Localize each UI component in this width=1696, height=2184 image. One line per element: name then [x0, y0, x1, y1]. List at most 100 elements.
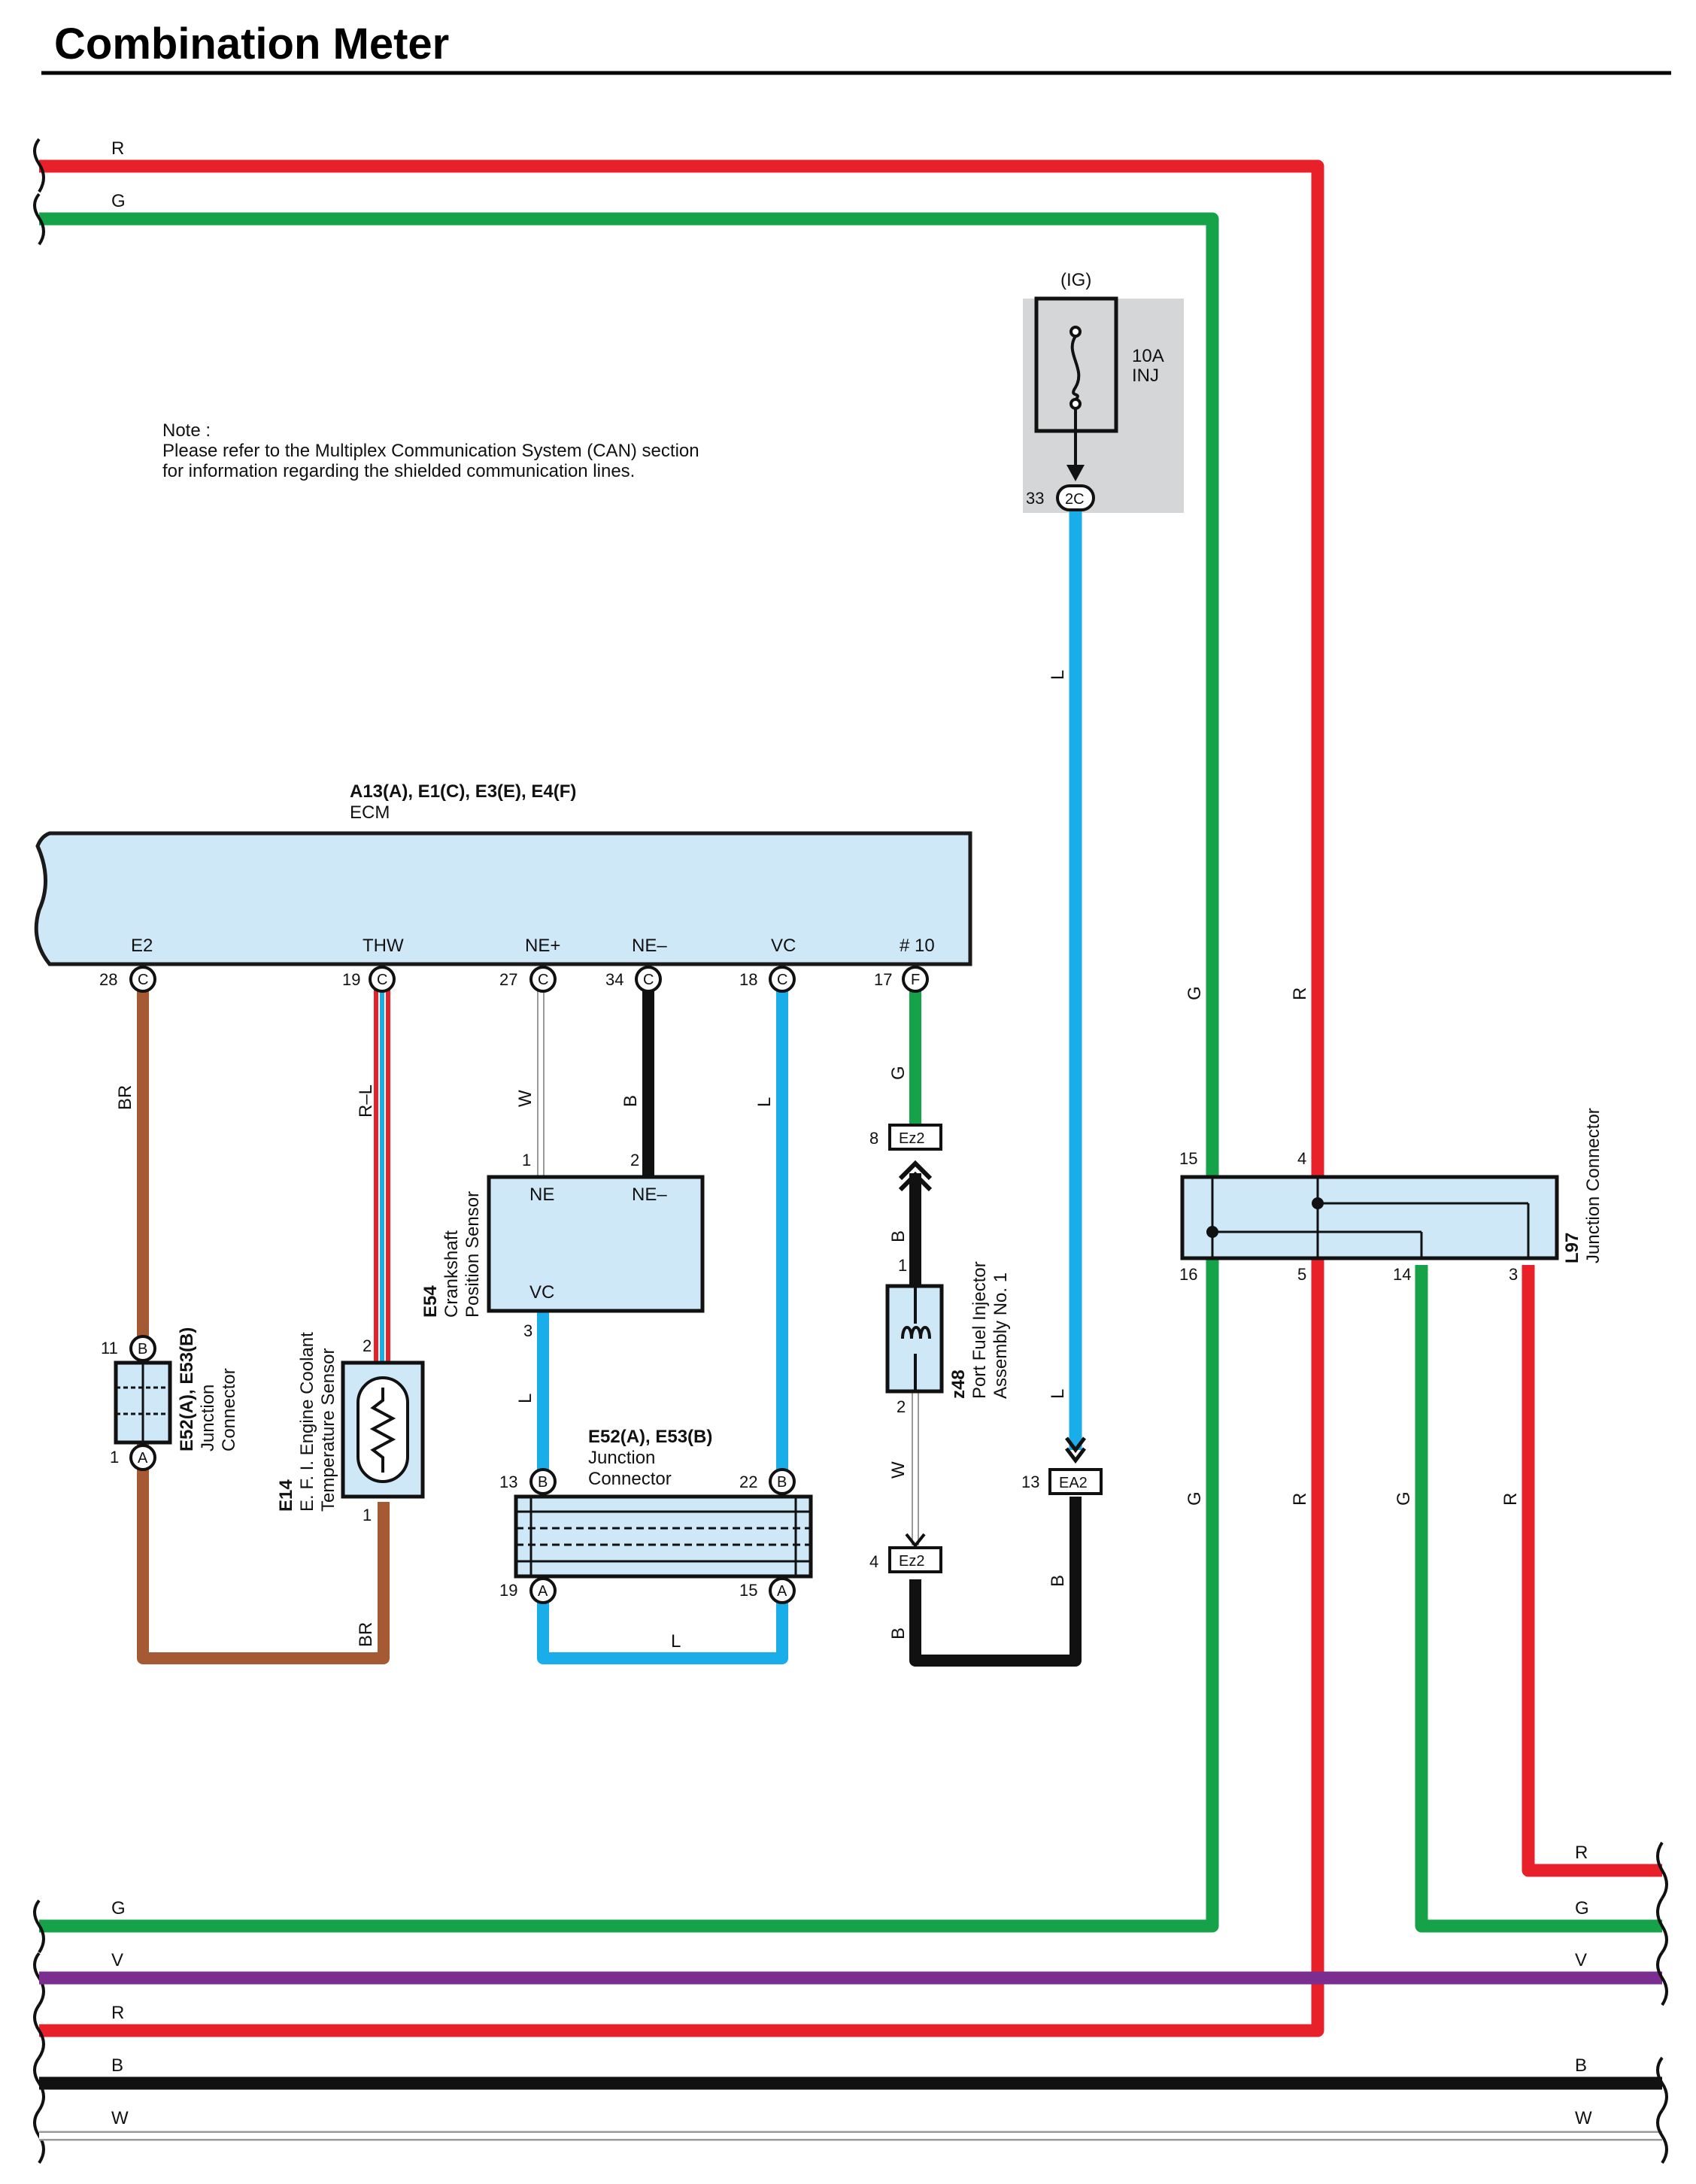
label-br-1: BR — [115, 1085, 135, 1110]
label-l-1: L — [754, 1097, 775, 1107]
label-b-ea2: B — [1048, 1575, 1068, 1587]
label-bottom-w: W — [111, 2108, 129, 2128]
injector-code: z48 — [948, 1370, 969, 1399]
page-title: Combination Meter — [54, 20, 449, 68]
jc-mid-lines — [516, 1497, 811, 1576]
jc-left-pin-bot: 1 — [110, 1448, 119, 1467]
jc-mid-pin19: 19 — [499, 1581, 517, 1600]
thermistor-icon — [356, 1376, 409, 1483]
label-top-g: G — [111, 191, 126, 211]
crank-box — [487, 1175, 705, 1313]
jc-mid-conn22-label: B — [777, 1474, 787, 1491]
crank-pin3: 3 — [523, 1321, 532, 1340]
l97-pin15: 15 — [1179, 1149, 1197, 1168]
ecm-conn-c-2: C — [377, 972, 387, 988]
crank-pin2: 2 — [630, 1151, 639, 1169]
ez2-top-box — [888, 1124, 942, 1151]
label-l-2: L — [515, 1394, 535, 1403]
ecm-pin-thw: THW — [363, 936, 404, 956]
fuse-connector — [1056, 484, 1095, 511]
note-block: Note : Please refer to the Multiplex Com… — [162, 420, 699, 481]
ecm-pin-ne-plus: NE+ — [525, 936, 560, 956]
crank-code: E54 — [420, 1285, 441, 1318]
ea2-arrow-icon — [1065, 1436, 1086, 1464]
jc-left-conn-top — [129, 1335, 156, 1362]
label-bottom-v: V — [111, 1950, 123, 1970]
injector-pin2: 2 — [897, 1397, 906, 1416]
jc-mid-pin13: 13 — [499, 1473, 517, 1491]
l97-pin4: 4 — [1297, 1149, 1306, 1168]
crank-ne: NE — [529, 1185, 554, 1205]
fuse-pin: 33 — [1026, 489, 1044, 508]
ecm-pin-num-19: 19 — [342, 970, 360, 989]
wire-break-icon — [33, 138, 45, 2164]
wire-g-l97 — [1415, 1265, 1662, 1933]
label-r-vert-3: R — [1500, 1493, 1521, 1506]
fuse-block-bg — [1023, 299, 1184, 513]
jc-mid-conn19 — [529, 1577, 557, 1604]
label-b-inj: B — [888, 1230, 909, 1242]
label-l-fuse-2: L — [1048, 1389, 1068, 1399]
crank-ne-minus: NE– — [632, 1185, 667, 1205]
l97-pin5: 5 — [1297, 1265, 1306, 1284]
temp-sensor-pin-bot: 1 — [363, 1506, 372, 1524]
label-l-bottom: L — [671, 1631, 681, 1652]
ecm-pin-num-17: 17 — [874, 970, 892, 989]
ecm-pin-vc: VC — [771, 936, 796, 956]
label-bottom-r: R — [111, 2003, 124, 2023]
temp-sensor-code: E14 — [276, 1479, 296, 1512]
wire-r-l97 — [1522, 1265, 1662, 1877]
jc-mid-conn13 — [529, 1468, 557, 1495]
ecm-pin-num-28: 28 — [99, 970, 117, 989]
ecm-pin-connectors: 28 C 19 C 27 C 34 C 18 C 17 F — [99, 966, 929, 993]
label-b-1: B — [620, 1095, 641, 1107]
label-rl: R–L — [356, 1084, 376, 1118]
label-g-vert-3: G — [1394, 1491, 1414, 1506]
jc-mid-conn15-label: A — [777, 1583, 787, 1600]
ez2-bot-box — [888, 1546, 942, 1573]
jc-mid-conn19-label: A — [538, 1583, 548, 1600]
l97-pin14: 14 — [1393, 1265, 1411, 1284]
ez2-bot-pin: 4 — [869, 1552, 878, 1571]
ecm-pin-e2: E2 — [131, 936, 153, 956]
jc-mid-line1: Junction — [588, 1448, 655, 1468]
l97-pin16: 16 — [1179, 1265, 1197, 1284]
l97-internal — [1211, 1177, 1530, 1258]
fuse-name: INJ — [1132, 366, 1159, 386]
ecm-pin-num-18: 18 — [739, 970, 757, 989]
jc-left-conn-top-label: B — [138, 1341, 147, 1357]
ecm-conn-c-1: C — [138, 972, 148, 988]
ez2-bot-label: Ez2 — [899, 1553, 924, 1570]
jc-mid-code: E52(A), E53(B) — [588, 1427, 712, 1447]
injector-line2: Assembly No. 1 — [991, 1272, 1011, 1399]
jc-left-line2: Connector — [219, 1368, 239, 1451]
ez2-top-label: Ez2 — [899, 1130, 924, 1147]
label-w-inj: W — [888, 1461, 909, 1479]
ez2-top-pin: 8 — [869, 1129, 878, 1148]
jc-mid-line2: Connector — [588, 1469, 672, 1489]
wire-break-icon-right — [1656, 1841, 1668, 2164]
splice-dot-icon-2 — [1312, 1197, 1324, 1209]
coil-icon — [901, 1286, 931, 1391]
label-r-vert-1: R — [1290, 987, 1310, 1000]
ea2-label: EA2 — [1059, 1475, 1088, 1491]
fuse-rating: 10A — [1132, 346, 1164, 366]
label-right-g: G — [1575, 1898, 1589, 1919]
ez2-arrow-icon — [898, 1160, 933, 1181]
note-heading: Note : — [162, 420, 211, 441]
ecm-pin-10: # 10 — [900, 936, 935, 956]
label-right-b: B — [1575, 2055, 1587, 2076]
wire-br — [137, 979, 390, 1664]
jc-mid-conn15 — [769, 1577, 796, 1604]
label-right-v: V — [1575, 1950, 1587, 1970]
jc-left-conn-bot-label: A — [138, 1450, 148, 1467]
jc-mid-conn13-label: B — [538, 1474, 548, 1491]
ecm-connectors: A13(A), E1(C), E3(E), E4(F) — [350, 781, 576, 802]
label-bottom-g: G — [111, 1898, 126, 1919]
jc-left-pin-top: 11 — [101, 1339, 118, 1357]
fuse-icon — [1069, 326, 1082, 466]
fuse-source: (IG) — [1060, 270, 1091, 290]
label-bottom-b: B — [111, 2055, 123, 2076]
l97-code: L97 — [1562, 1233, 1582, 1263]
